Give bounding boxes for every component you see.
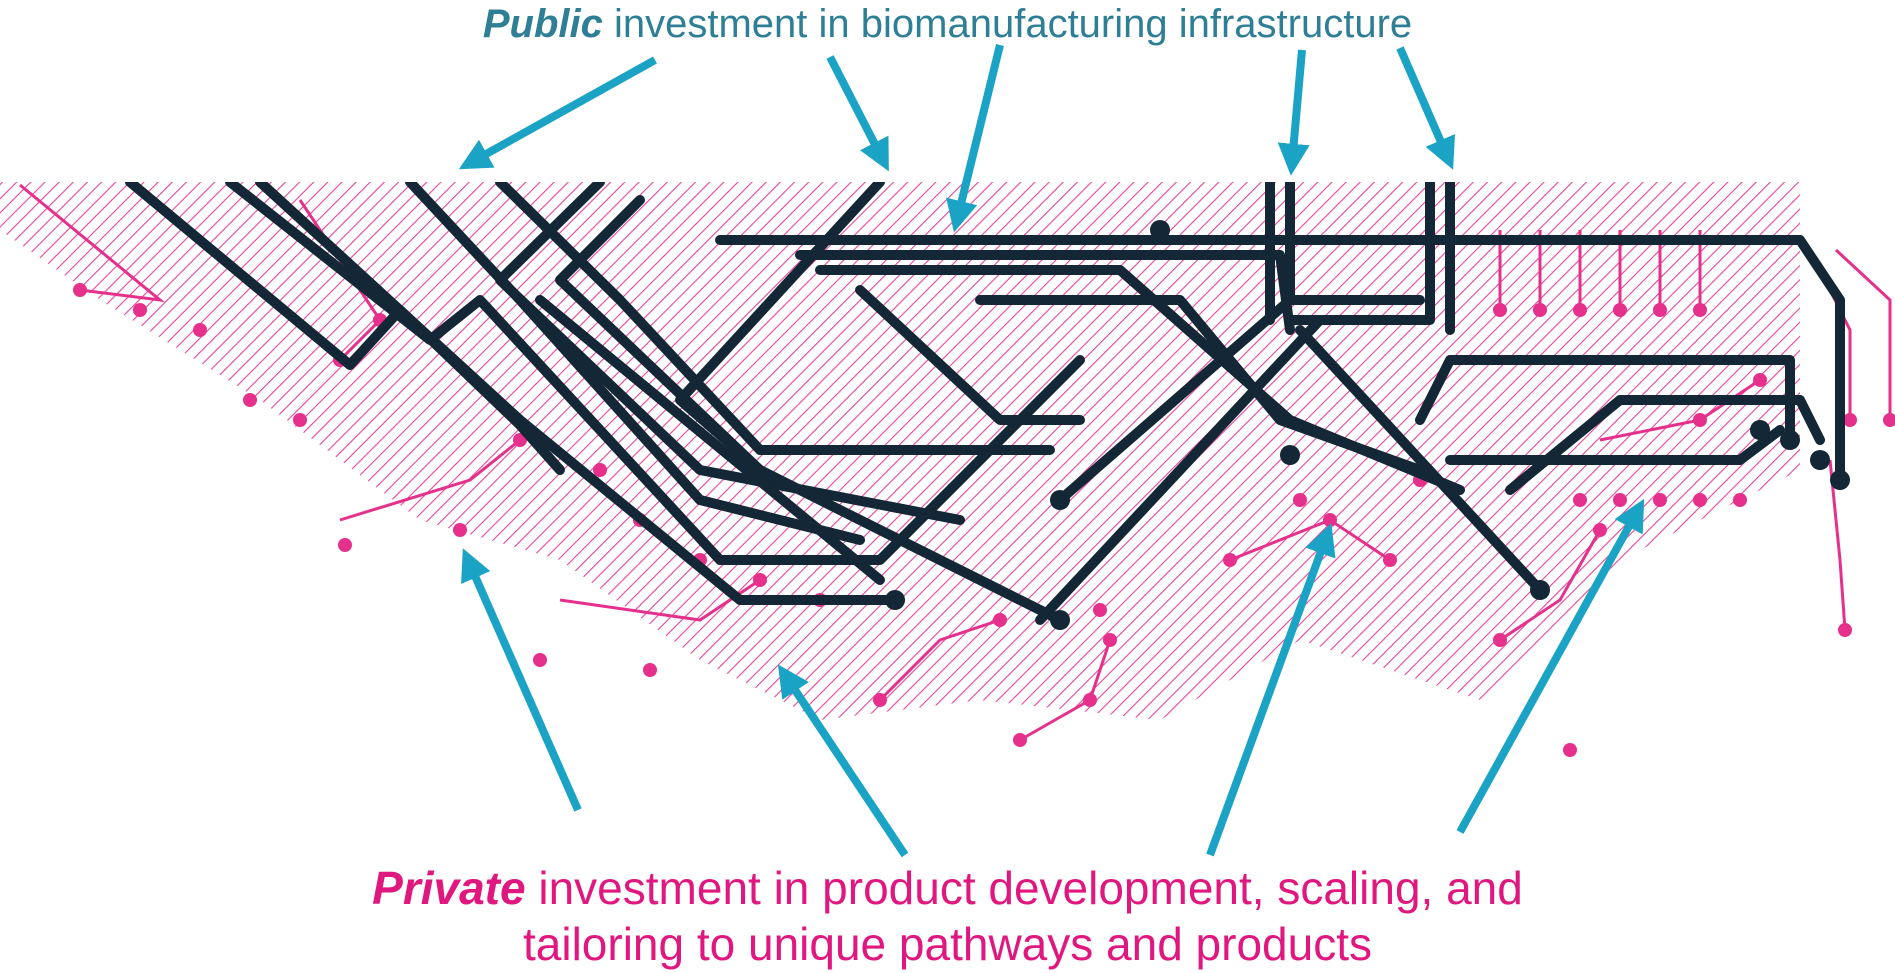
public-arrows — [458, 44, 1455, 233]
public-infrastructure-lines — [125, 177, 1845, 625]
arrow-icon — [1456, 498, 1645, 834]
private-caption-line-2: tailoring to unique pathways and product… — [522, 918, 1372, 970]
private-caption-rest: investment in product development, scali… — [525, 862, 1523, 914]
public-caption-rest: investment in biomanufacturing infrastru… — [602, 2, 1413, 46]
private-arrows — [461, 498, 1645, 858]
arrow-icon — [1396, 46, 1455, 170]
arrow-icon — [458, 56, 657, 170]
arrow-icon — [826, 55, 889, 172]
public-emphasis: Public — [482, 2, 603, 46]
private-caption-line-1: Private investment in product developmen… — [0, 860, 1895, 916]
arrow-icon — [946, 44, 1004, 233]
private-emphasis: Private — [372, 862, 526, 914]
arrow-icon — [1277, 49, 1310, 176]
public-investment-caption: Public investment in biomanufacturing in… — [0, 2, 1895, 47]
arrow-icon — [1206, 522, 1336, 857]
private-investment-caption: Private investment in product developmen… — [0, 860, 1895, 972]
arrow-icon — [461, 548, 582, 812]
arrow-icon — [777, 664, 909, 858]
